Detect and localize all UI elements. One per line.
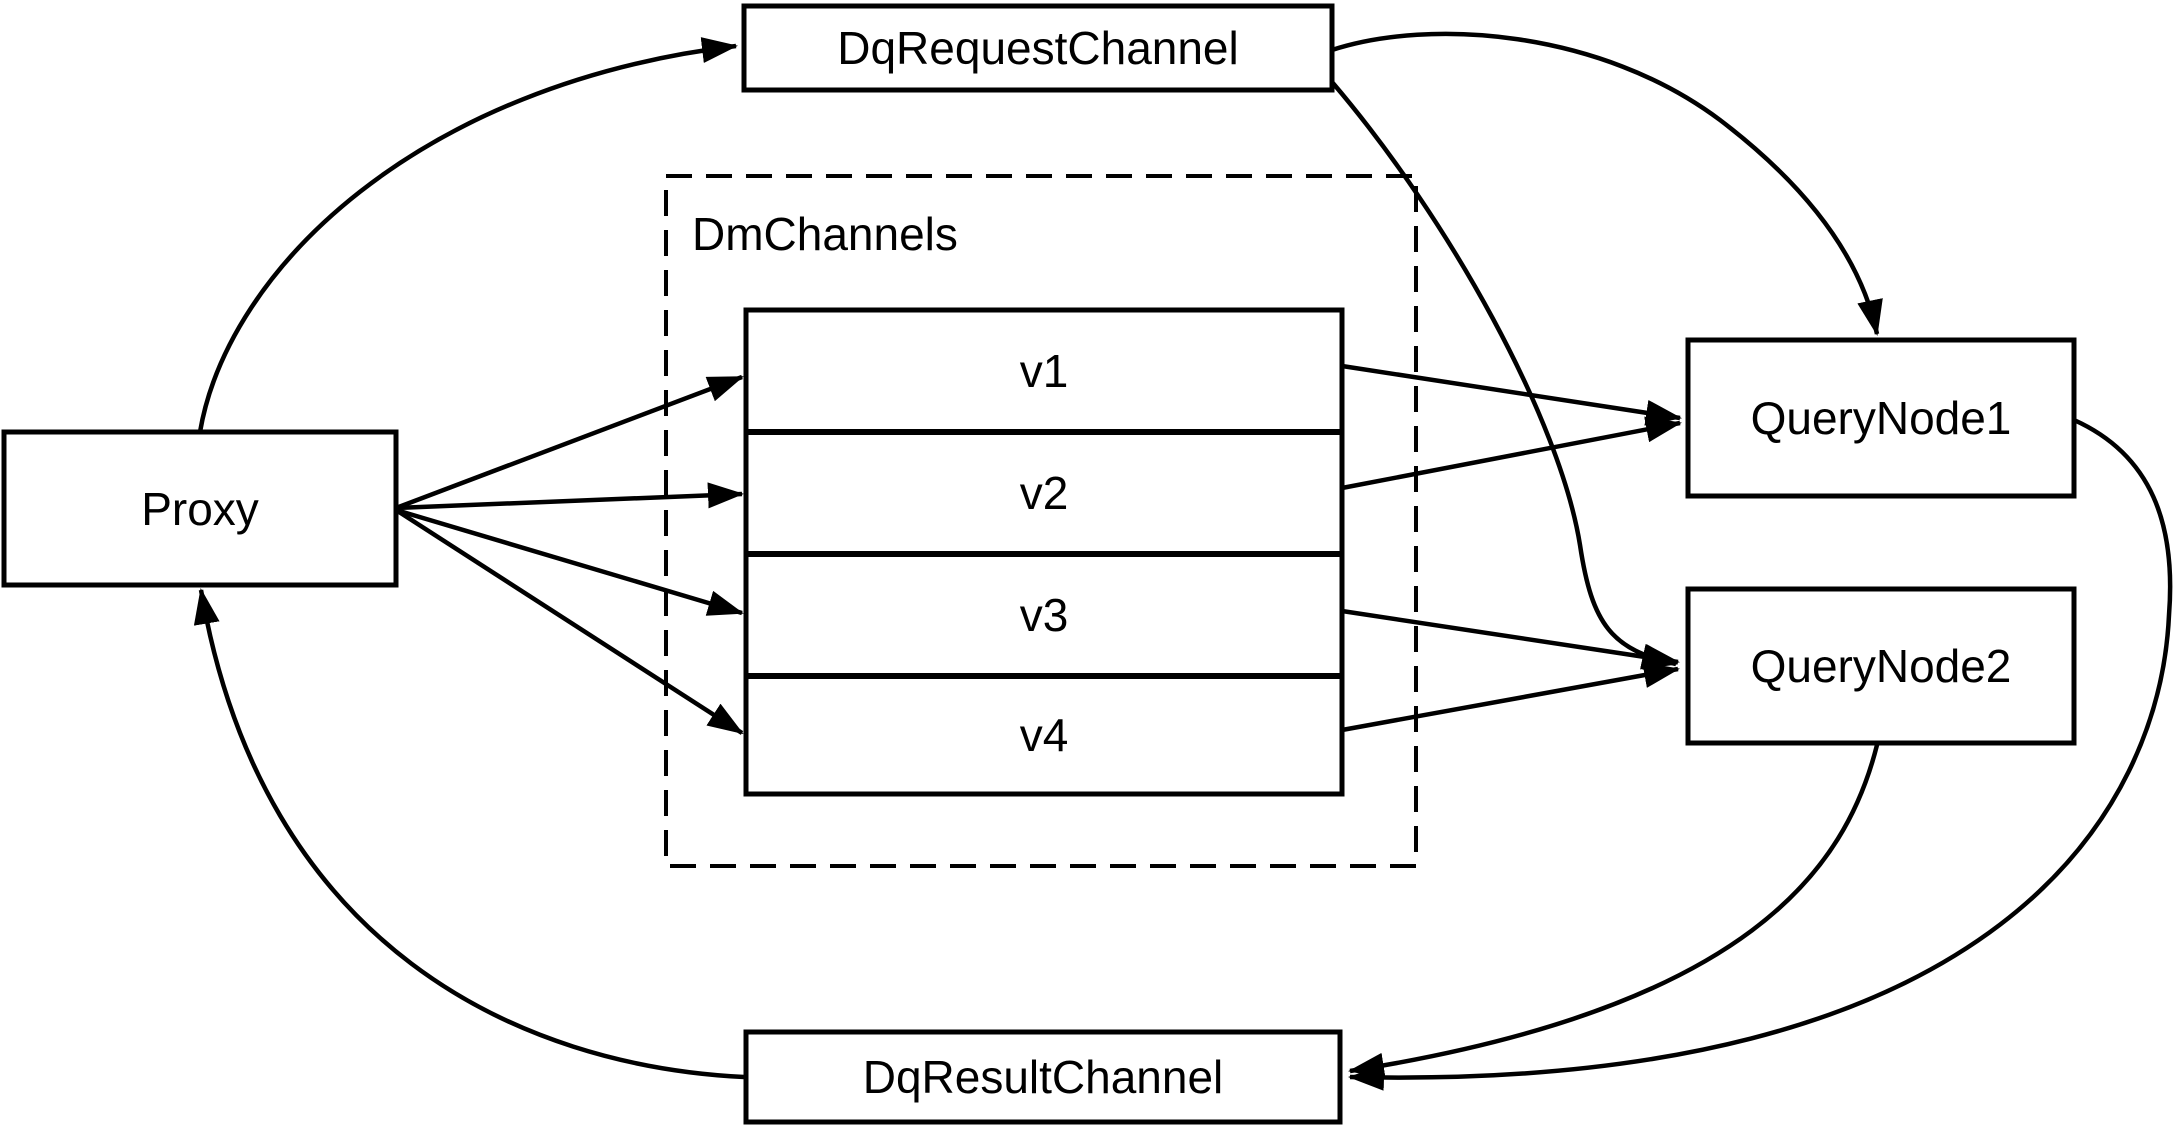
group-dm-channels: DmChannels [664, 174, 1418, 868]
channel-row-v1: v1 [1020, 345, 1069, 397]
query-node-2-box [1685, 586, 2077, 746]
proxy-box [1, 429, 399, 588]
edge-v2-to-query-node-1 [1341, 416, 1682, 491]
edge-v1-to-query-node-1 [1341, 363, 1682, 426]
channel-row-v2: v2 [1020, 467, 1069, 519]
dm-channels-label: DmChannels [692, 208, 958, 260]
edge-v3-to-query-node-2 [1341, 608, 1680, 670]
edge-proxy-to-v2 [395, 482, 744, 511]
edge-proxy-to-v3 [395, 507, 744, 616]
node-dq-request-channel: DqRequestChannel [741, 3, 1335, 93]
node-dq-result-channel: DqResultChannel [743, 1029, 1343, 1125]
node-proxy: Proxy [1, 429, 399, 588]
dq-result-channel-box [743, 1029, 1343, 1125]
query-node-1-box [1685, 337, 2077, 499]
edge-v4-to-query-node-2 [1341, 662, 1680, 733]
edge-proxy-to-v4 [394, 508, 744, 735]
edge-dq-result-channel-to-proxy [193, 588, 745, 1080]
dq-result-channel-label: DqResultChannel [863, 1051, 1224, 1103]
channel-table: v1 v2 v3 v4 [743, 307, 1345, 797]
channel-row-v4: v4 [1020, 709, 1069, 761]
edge-query-node-2-to-dq-result-channel [1348, 744, 1880, 1079]
dq-request-channel-box [741, 3, 1335, 93]
query-node-1-label: QueryNode1 [1751, 392, 2012, 444]
node-query-node-2: QueryNode2 [1685, 586, 2077, 746]
edge-proxy-to-v1 [395, 374, 744, 511]
edge-query-node-1-to-dq-result-channel [1348, 417, 2173, 1091]
query-node-2-label: QueryNode2 [1751, 640, 2012, 692]
proxy-label: Proxy [141, 483, 259, 535]
edge-dq-request-channel-to-query-node-1 [1331, 31, 1883, 336]
edge-proxy-to-dq-request-channel [197, 37, 738, 433]
node-query-node-1: QueryNode1 [1685, 337, 2077, 499]
channel-row-v3: v3 [1020, 589, 1069, 641]
dq-request-channel-label: DqRequestChannel [837, 22, 1239, 74]
dm-channels-dashed-box [664, 174, 1418, 868]
